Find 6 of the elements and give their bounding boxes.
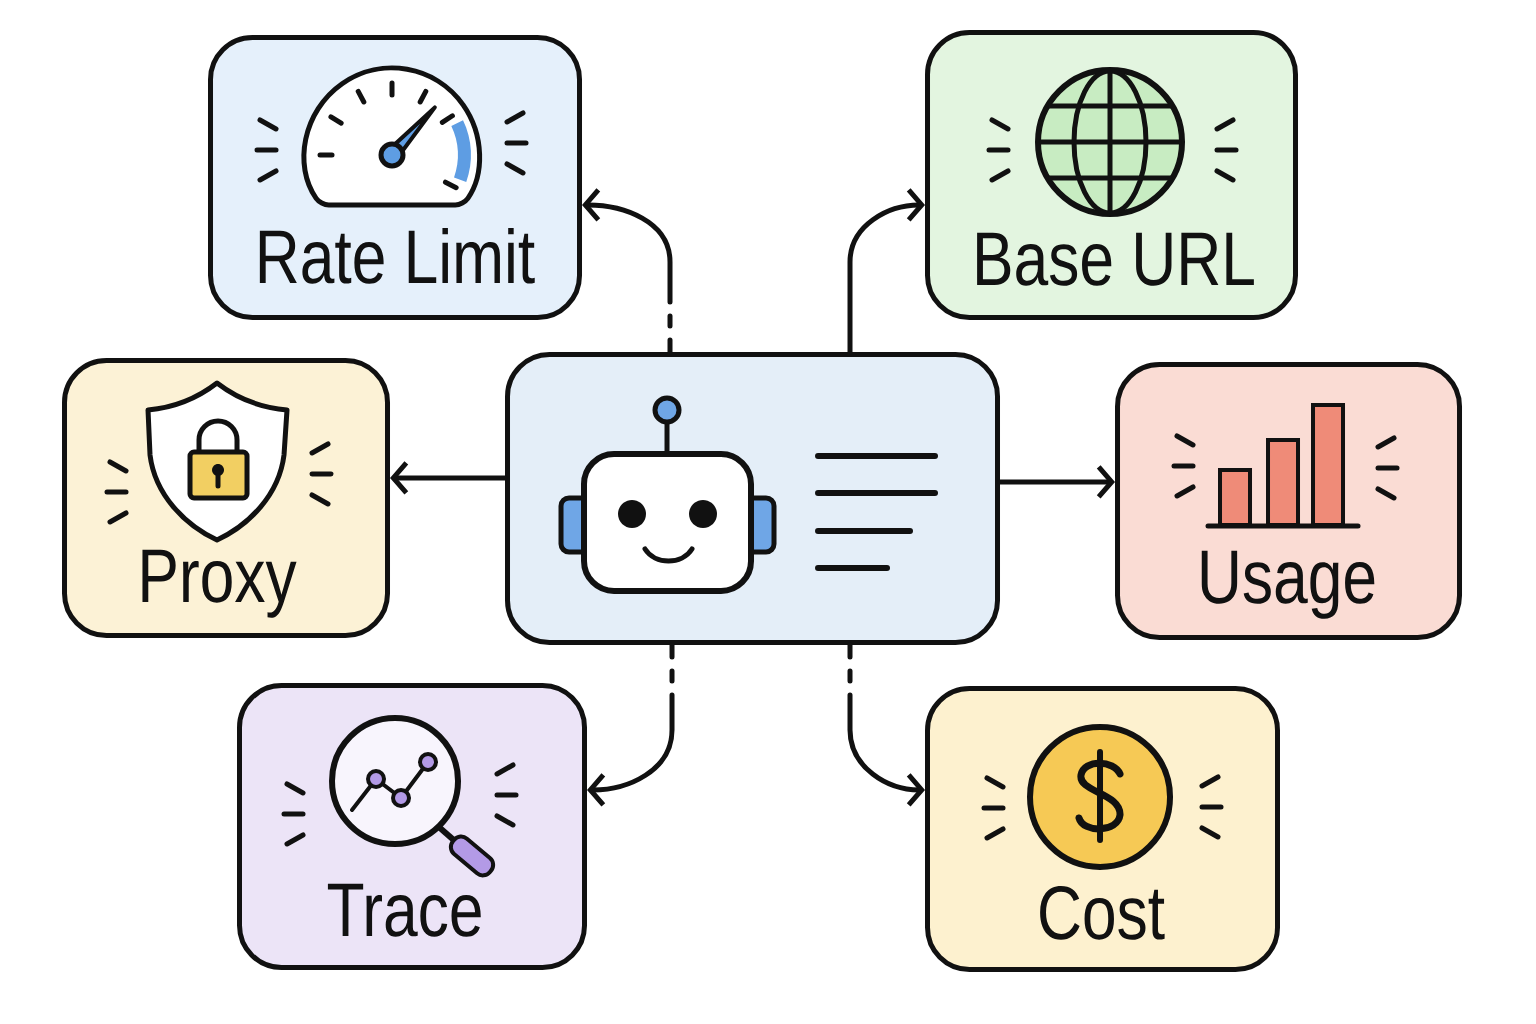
arrow xyxy=(847,188,925,355)
arrow xyxy=(847,642,925,807)
arrow xyxy=(390,461,508,495)
arrow xyxy=(997,465,1115,499)
arrow xyxy=(587,642,675,807)
arrow xyxy=(582,188,673,355)
